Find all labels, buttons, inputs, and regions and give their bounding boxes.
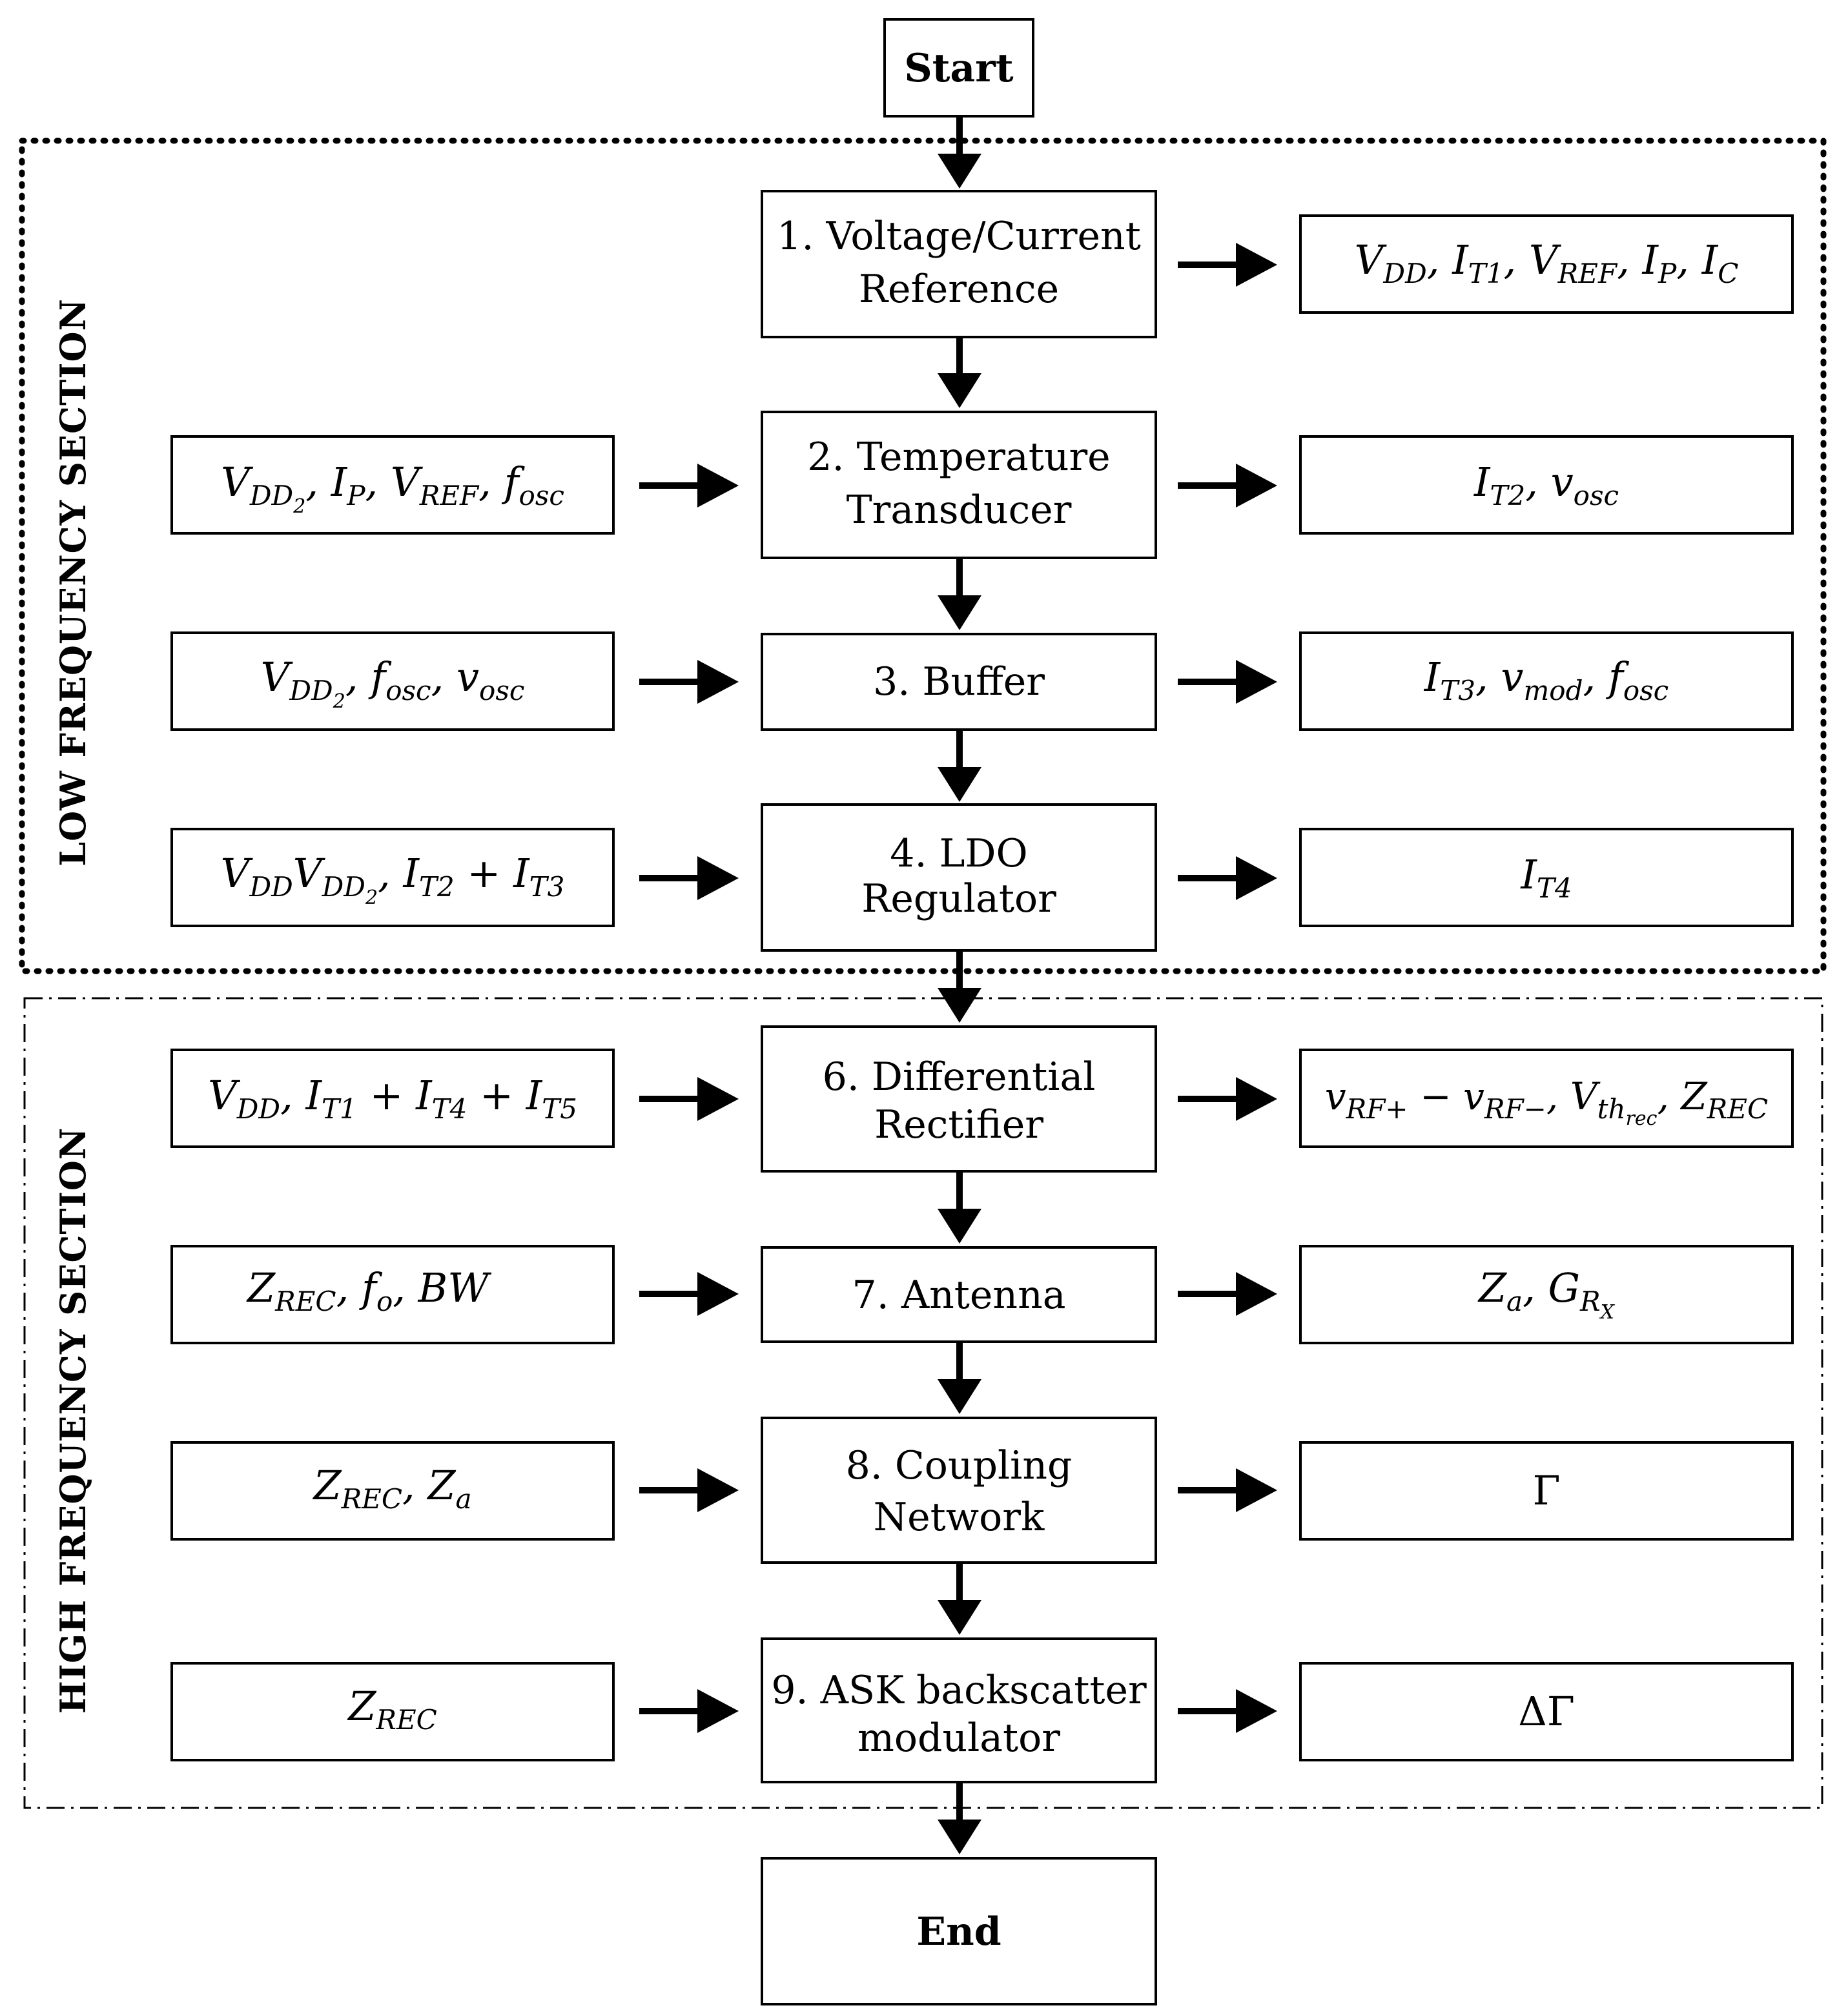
output-box-step-7: Za, GRX (1299, 1245, 1794, 1344)
input-box-step-7: ZREC, fo, BW (170, 1245, 615, 1344)
input-arrows (639, 464, 739, 1733)
output-step-9-expression: ΔΓ (1518, 1688, 1575, 1735)
step-6-differential-rectifier: 6. Differential Rectifier (761, 1025, 1157, 1173)
start-label: Start (904, 46, 1014, 91)
output-box-step-8: Γ (1299, 1441, 1794, 1541)
output-box-step-2: IT2, vosc (1299, 435, 1794, 535)
step-7-antenna: 7. Antenna (761, 1246, 1157, 1343)
step-2-line-2: Transducer (847, 487, 1072, 533)
low-frequency-section-label: LOW FREQUENCY SECTION (52, 298, 94, 867)
end-terminal: End (761, 1857, 1157, 2005)
step-9-line-1: 9. ASK backscatter (771, 1668, 1147, 1713)
input-box-step-6: VDD, IT1 + IT4 + IT5 (170, 1049, 615, 1148)
output-box-step-6: vRF+ − vRF−, Vthrec, ZREC (1299, 1049, 1794, 1148)
input-box-step-9: ZREC (170, 1662, 615, 1761)
input-step-6-expression: VDD, IT1 + IT4 + IT5 (208, 1072, 577, 1125)
step-3-buffer: 3. Buffer (761, 633, 1157, 731)
step-8-line-2: Network (874, 1495, 1045, 1540)
step-8-line-1: 8. Coupling (846, 1443, 1073, 1488)
step-4-ldo-regulator: 4. LDO Regulator (761, 803, 1157, 952)
main-flow-connectors (938, 116, 981, 1854)
end-label: End (916, 1909, 1001, 1954)
step-2-line-1: 2. Temperature (807, 435, 1110, 480)
input-box-step-4: VDDVDD2, IT2 + IT3 (170, 828, 615, 927)
high-frequency-section-label: HIGH FREQUENCY SECTION (52, 1127, 94, 1714)
input-box-step-3: VDD2, fosc, vosc (170, 631, 615, 731)
step-9-line-2: modulator (857, 1716, 1060, 1761)
output-box-step-3: IT3, vmod, fosc (1299, 631, 1794, 731)
step-8-coupling-network: 8. Coupling Network (761, 1417, 1157, 1564)
step-1-line-1: 1. Voltage/Current (777, 214, 1141, 259)
step-4-line-2: Regulator (861, 876, 1056, 921)
low-frequency-section-border (19, 138, 1827, 974)
output-arrows (1178, 243, 1277, 1733)
output-box-step-1: VDD, IT1, VREF, IP, IC (1299, 214, 1794, 314)
step-3-line-1: 3. Buffer (873, 659, 1045, 704)
step-1-voltage-current-reference: 1. Voltage/Current Reference (761, 190, 1157, 338)
input-box-step-8: ZREC, Za (170, 1441, 615, 1541)
step-9-ask-backscatter-modulator: 9. ASK backscatter modulator (761, 1637, 1157, 1783)
output-box-step-4: IT4 (1299, 828, 1794, 927)
step-6-line-1: 6. Differential (823, 1054, 1096, 1100)
step-7-line-1: 7. Antenna (852, 1273, 1066, 1318)
high-frequency-section-border (23, 997, 1823, 1809)
step-6-line-2: Rectifier (874, 1102, 1043, 1147)
output-step-1-expression: VDD, IT1, VREF, IP, IC (1355, 236, 1739, 289)
step-2-temperature-transducer: 2. Temperature Transducer (761, 411, 1157, 559)
output-box-step-9: ΔΓ (1299, 1662, 1794, 1761)
input-box-step-2: VDD2, IP, VREF, fosc (170, 435, 615, 535)
output-step-8-expression: Γ (1532, 1467, 1560, 1514)
step-1-line-2: Reference (859, 267, 1059, 312)
step-4-line-1: 4. LDO (890, 831, 1027, 876)
start-terminal: Start (883, 18, 1034, 118)
